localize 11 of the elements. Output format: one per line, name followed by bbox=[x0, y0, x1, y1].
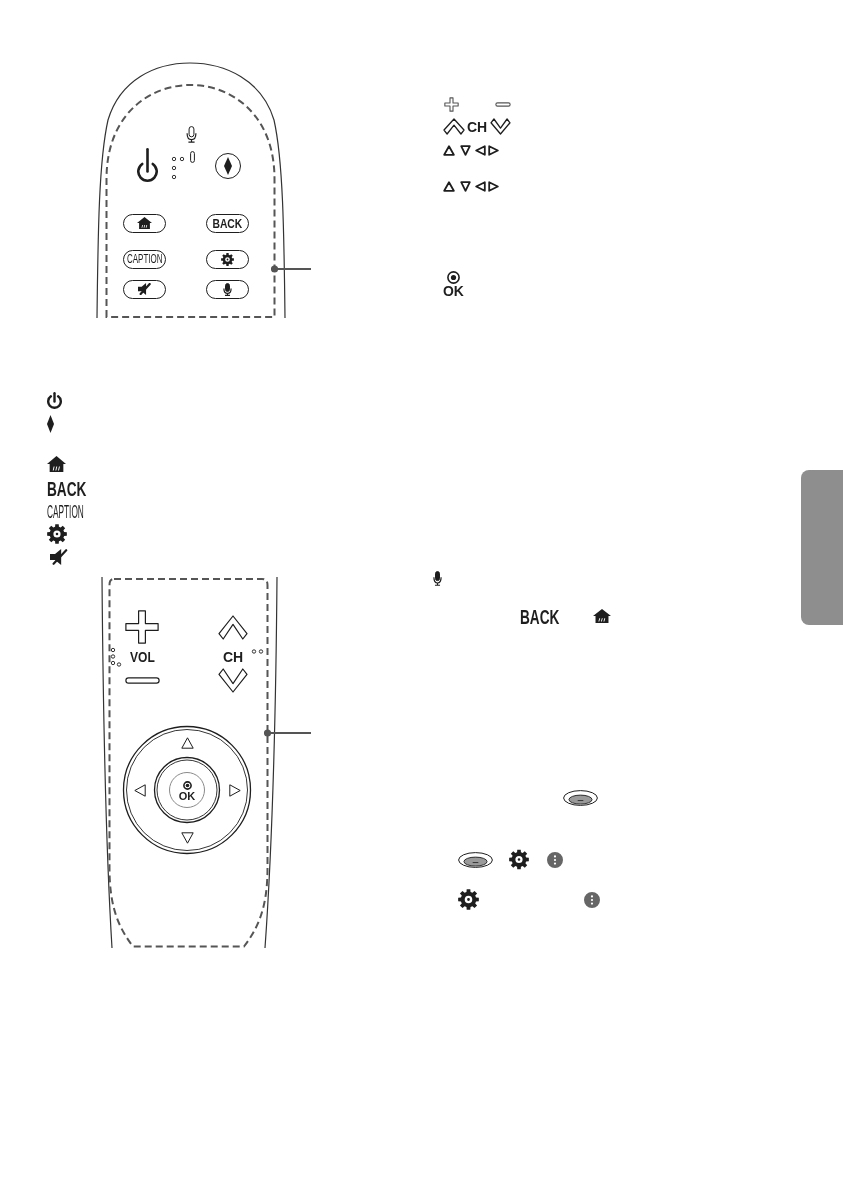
caption-key-label: CAPTION bbox=[47, 502, 84, 521]
ch-label: CH bbox=[223, 650, 244, 665]
back-key-label: BACK bbox=[520, 608, 560, 628]
button-area-outline bbox=[105, 84, 276, 318]
ok-label: OK bbox=[443, 283, 464, 299]
vol-label: VOL bbox=[130, 650, 155, 665]
leader-line bbox=[270, 265, 312, 273]
leader-line bbox=[263, 729, 312, 737]
ch-label: CH bbox=[467, 120, 488, 135]
back-key-label: BACK bbox=[47, 480, 87, 500]
section-tab bbox=[801, 470, 843, 625]
